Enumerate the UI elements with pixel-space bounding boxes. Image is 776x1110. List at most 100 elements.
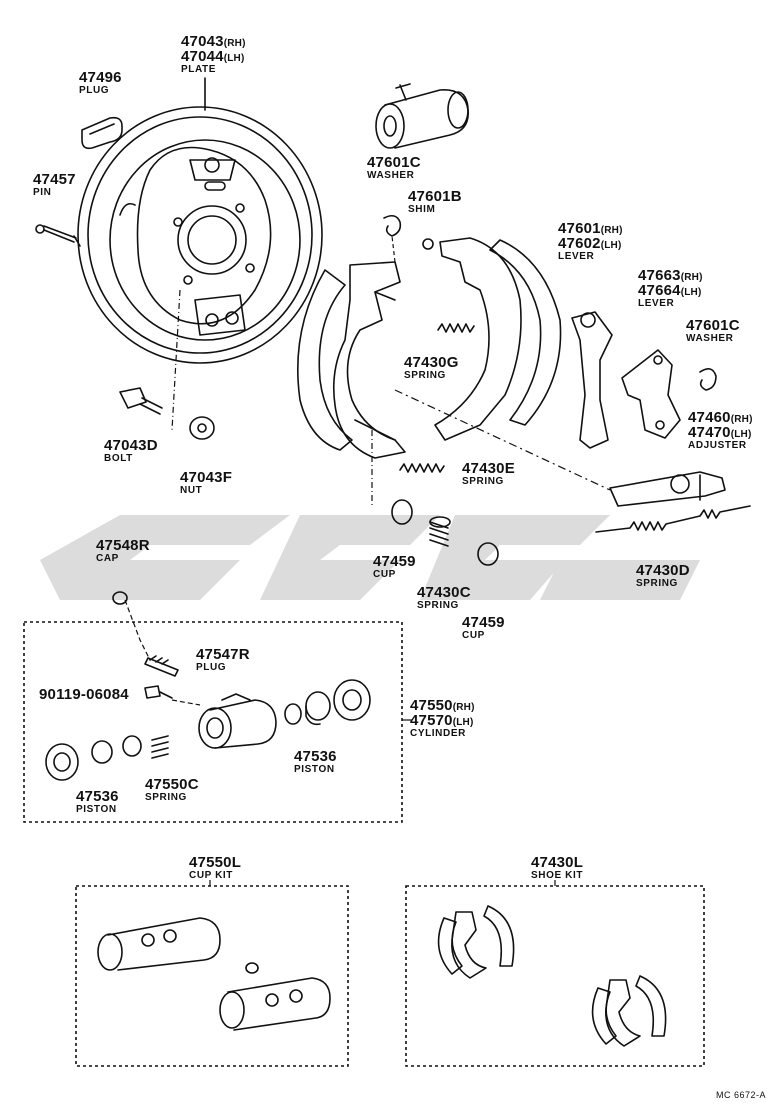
part-number-value: 47663 <box>638 267 681 284</box>
drawing-reference: MC 6672-A <box>715 1090 766 1100</box>
part-number-value: 47548R <box>96 537 150 554</box>
part-number-value: 47043D <box>104 437 158 454</box>
pin-47457-part <box>35 224 81 247</box>
cup-kit-box <box>75 885 349 1067</box>
watermark-logo <box>40 515 700 600</box>
part-number: 47430E <box>462 461 515 476</box>
part-name: CUP <box>462 630 485 641</box>
cap-part <box>112 591 128 605</box>
part-name: SPRING <box>417 600 459 611</box>
part-name: PIN <box>33 187 52 198</box>
part-name: BOLT <box>104 453 133 464</box>
part-number: 47663(RH) <box>638 268 703 283</box>
part-number: 47601B <box>408 189 462 204</box>
part-name: PISTON <box>294 764 335 775</box>
leader-lines <box>124 235 611 706</box>
part-name: PLATE <box>181 64 217 75</box>
part-name: WASHER <box>367 170 415 181</box>
part-number-value: 47430D <box>636 562 690 579</box>
part-number-value: 47459 <box>373 553 416 570</box>
part-name: NUT <box>180 485 203 496</box>
spring-47430e-part <box>399 463 445 473</box>
part-number-value: 47430G <box>404 354 459 371</box>
side-suffix: (RH) <box>223 38 246 49</box>
shim-part <box>422 238 434 250</box>
part-number-value: 47430C <box>417 584 471 601</box>
part-number-value: 47601B <box>408 188 462 205</box>
part-number-value: 47601C <box>367 154 421 171</box>
side-suffix: (RH) <box>730 414 753 425</box>
side-suffix: (RH) <box>600 225 623 236</box>
part-number: 47470(LH) <box>688 425 753 440</box>
boot-right <box>333 679 371 721</box>
side-suffix: (LH) <box>680 287 702 298</box>
part-number-value: 47601C <box>686 317 740 334</box>
part-number: 47547R <box>196 647 250 662</box>
part-number: 47601(RH) <box>558 221 623 236</box>
part-number-value: 47550 <box>410 697 453 714</box>
cup-kit-contents <box>97 917 331 1031</box>
callout-cylinder: 47550(RH)47570(LH)CYLINDER <box>410 698 475 739</box>
side-suffix: (RH) <box>452 702 475 713</box>
side-suffix: (LH) <box>730 429 752 440</box>
part-number: 47459 <box>373 554 416 569</box>
part-number-value: 47470 <box>688 424 731 441</box>
spring-47430c-part <box>429 516 451 547</box>
boot-left <box>45 743 79 781</box>
part-number: 47570(LH) <box>410 713 475 728</box>
part-name: PISTON <box>76 804 117 815</box>
part-name: CUP KIT <box>189 870 234 881</box>
part-number-value: 47043F <box>180 469 233 486</box>
side-suffix: (LH) <box>452 717 474 728</box>
part-number: 47548R <box>96 538 150 553</box>
part-name: SHIM <box>408 204 436 215</box>
seal-right <box>284 703 302 725</box>
spring-47430d-part <box>595 505 751 533</box>
part-number-value: 47536 <box>294 748 337 765</box>
brake-shoe-left <box>297 261 406 459</box>
part-number-value: 47496 <box>79 69 122 86</box>
lever-47663-part <box>621 349 681 439</box>
part-number: 47601C <box>367 155 421 170</box>
spring-47430g-part <box>437 323 475 333</box>
washer-top-part <box>383 214 402 237</box>
part-number-value: 47601 <box>558 220 601 237</box>
cylinder-group-box <box>23 621 403 823</box>
part-number-value: 47570 <box>410 712 453 729</box>
piston-right-part <box>305 691 331 726</box>
shoe-kit-contents <box>437 905 667 1047</box>
side-suffix: (RH) <box>680 272 703 283</box>
part-number: 47496 <box>79 70 122 85</box>
part-number: 47459 <box>462 615 505 630</box>
part-number-value: 47460 <box>688 409 731 426</box>
part-number: 47457 <box>33 172 76 187</box>
part-number-value: 47664 <box>638 282 681 299</box>
part-name: SPRING <box>404 370 446 381</box>
backing-plate <box>77 106 323 364</box>
part-number-value: 47550L <box>189 854 242 871</box>
callout-lever-47601: 47601(RH)47602(LH)LEVER <box>558 221 623 262</box>
part-number-value: 47043 <box>181 33 224 50</box>
part-number-value: 47459 <box>462 614 505 631</box>
part-name: SPRING <box>636 578 678 589</box>
part-number-value: 90119-06084 <box>39 686 129 703</box>
part-number: 47602(LH) <box>558 236 623 251</box>
part-name: CYLINDER <box>410 728 466 739</box>
lever-47601-part <box>571 311 613 449</box>
spring-47550c-part <box>151 735 169 759</box>
part-number-value: 47536 <box>76 788 119 805</box>
part-number-value: 47547R <box>196 646 250 663</box>
plug-47547-part <box>144 655 179 677</box>
